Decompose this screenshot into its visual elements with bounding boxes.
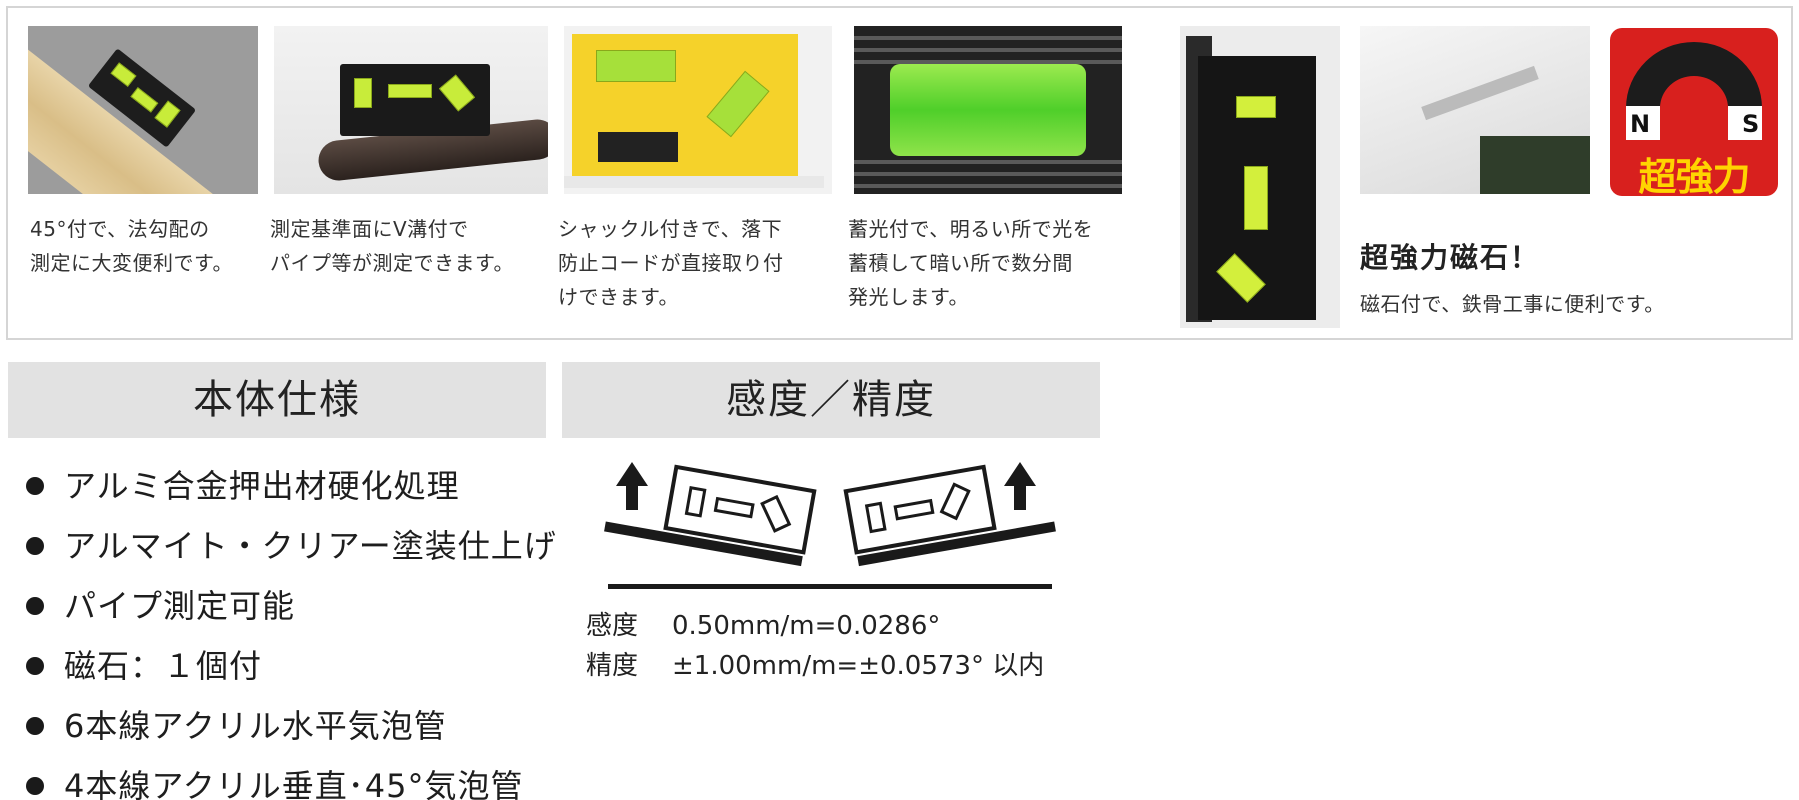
spec-item-text: アルミ合金押出材硬化処理 bbox=[64, 467, 460, 505]
spec-item: 磁石：１個付 bbox=[22, 636, 557, 696]
feature-image-shackle bbox=[564, 26, 832, 194]
feature-image-upright-level bbox=[1180, 26, 1340, 328]
magnet-badge-text: 超強力 bbox=[1638, 155, 1750, 196]
accuracy-diagram bbox=[604, 462, 1056, 589]
magnet-badge: N S 超強力 bbox=[1610, 28, 1778, 196]
accuracy-heading: 感度／精度 bbox=[562, 362, 1100, 438]
left-tilted-level bbox=[604, 464, 817, 567]
feature-caption-shackle: シャックル付きで、落下 防止コードが直接取り付 けできます。 bbox=[558, 217, 784, 309]
spec-item: アルミ合金押出材硬化処理 bbox=[22, 456, 557, 516]
bullet-icon bbox=[26, 657, 44, 675]
accuracy-label: 精度 bbox=[586, 651, 639, 681]
accuracy-row: 精度 ±1.00mm/m=±0.0573° 以内 bbox=[586, 646, 1044, 686]
feature-caption-v-groove: 測定基準面にV溝付で パイプ等が測定できます。 bbox=[270, 217, 514, 275]
right-tilted-level bbox=[843, 464, 1056, 567]
spec-item-text: 6本線アクリル水平気泡管 bbox=[64, 707, 447, 745]
arrow-up-icon-left bbox=[616, 462, 648, 510]
feature-image-45-degree bbox=[28, 26, 258, 194]
feature-caption-45-degree: 45°付で、法勾配の 測定に大変便利です。 bbox=[30, 217, 233, 275]
magnet-title: 超強力磁石！ bbox=[1360, 241, 1541, 274]
spec-item-text: パイプ測定可能 bbox=[64, 587, 296, 625]
accuracy-table: 感度 0.50mm/m=0.0286° 精度 ±1.00mm/m=±0.0573… bbox=[586, 606, 1044, 686]
accuracy-value: ±1.00mm/m=±0.0573° 以内 bbox=[672, 651, 1045, 681]
bullet-icon bbox=[26, 537, 44, 555]
accuracy-row: 感度 0.50mm/m=0.0286° bbox=[586, 606, 1044, 646]
bullet-icon bbox=[26, 477, 44, 495]
magnet-icon bbox=[1626, 42, 1762, 140]
spec-item-text: アルマイト・クリアー塗装仕上げ bbox=[64, 527, 557, 565]
feature-image-v-groove bbox=[274, 26, 548, 194]
base-line bbox=[608, 584, 1052, 589]
arrow-up-icon-right bbox=[1004, 462, 1036, 510]
accuracy-label: 感度 bbox=[586, 611, 639, 641]
bullet-icon bbox=[26, 717, 44, 735]
feature-panel: 45°付で、法勾配の 測定に大変便利です。 測定基準面にV溝付で パイプ等が測定… bbox=[6, 6, 1793, 340]
accuracy-value: 0.50mm/m=0.0286° bbox=[672, 611, 941, 641]
magnet-pole-s: S bbox=[1742, 110, 1760, 138]
bullet-icon bbox=[26, 777, 44, 795]
spec-item: パイプ測定可能 bbox=[22, 576, 557, 636]
feature-image-magnet bbox=[1360, 26, 1590, 194]
spec-item-text: 4本線アクリル垂直･45°気泡管 bbox=[64, 767, 524, 800]
spec-item-text: 磁石：１個付 bbox=[64, 647, 263, 685]
feature-caption-luminous: 蓄光付で、明るい所で光を 蓄積して暗い所で数分間 発光します。 bbox=[848, 217, 1094, 309]
spec-item: 6本線アクリル水平気泡管 bbox=[22, 696, 557, 756]
magnet-description: 磁石付で、鉄骨工事に便利です。 bbox=[1360, 292, 1665, 316]
spec-heading: 本体仕様 bbox=[8, 362, 546, 438]
spec-list: アルミ合金押出材硬化処理 アルマイト・クリアー塗装仕上げ パイプ測定可能 磁石：… bbox=[22, 456, 557, 800]
bullet-icon bbox=[26, 597, 44, 615]
feature-image-luminous-vial bbox=[854, 26, 1122, 194]
magnet-pole-n: N bbox=[1630, 110, 1651, 138]
spec-item: アルマイト・クリアー塗装仕上げ bbox=[22, 516, 557, 576]
spec-item: 4本線アクリル垂直･45°気泡管 bbox=[22, 756, 557, 800]
